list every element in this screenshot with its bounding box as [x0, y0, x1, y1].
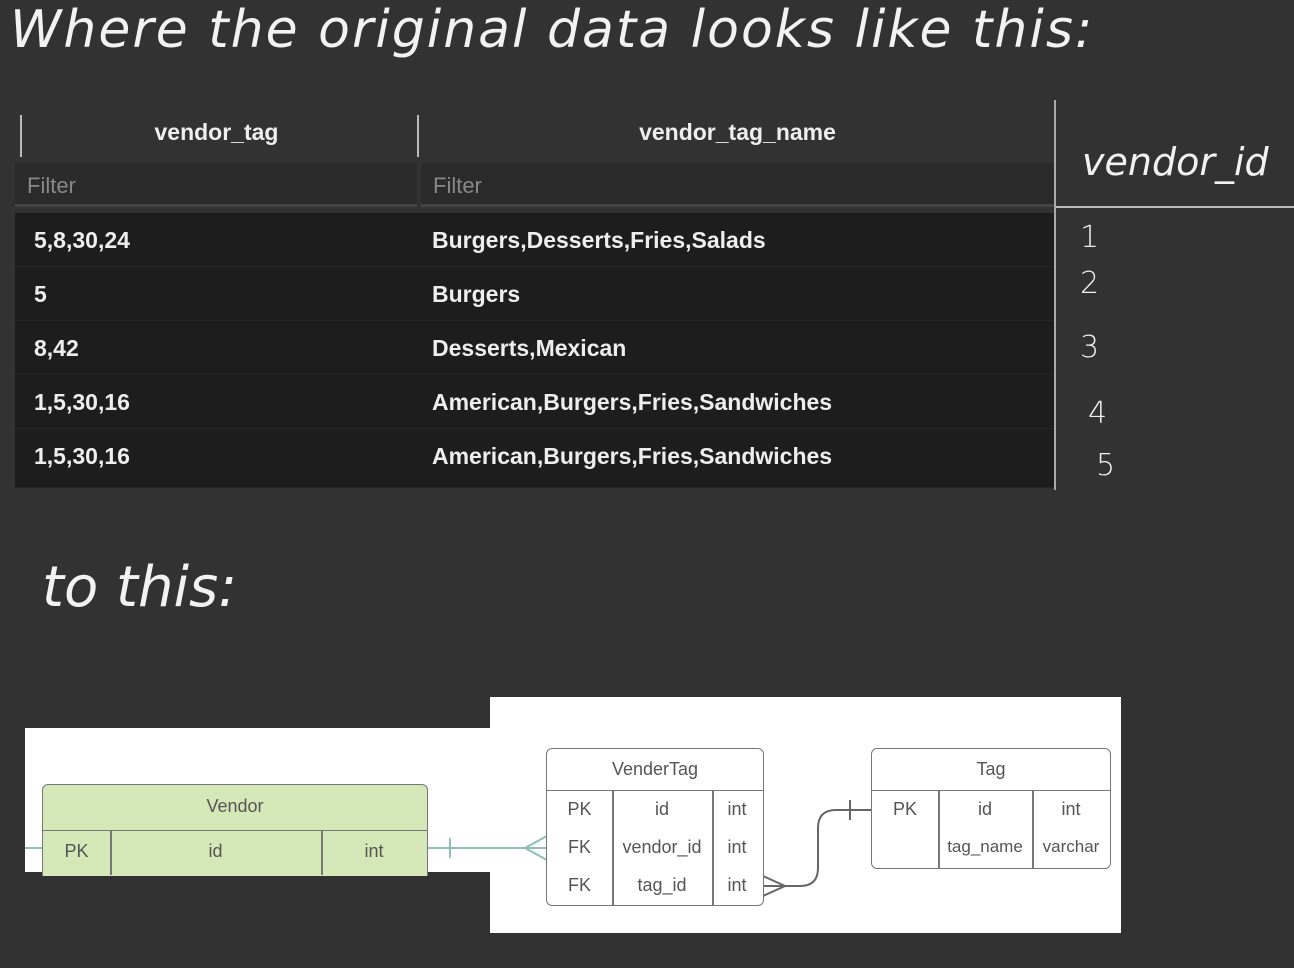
key-cell: PK [567, 799, 592, 819]
type-cell: varchar [1042, 837, 1100, 856]
many-marker [762, 875, 788, 897]
cell-vendor-tag-name: Burgers,Desserts,Fries,Salads [432, 227, 766, 253]
table-row[interactable]: 1,5,30,16 American,Burgers,Fries,Sandwich… [15, 375, 1055, 429]
entity-tag[interactable]: Tag PK id int tag_name varchar [871, 748, 1111, 869]
table-row[interactable]: 1,5,30,16 American,Burgers,Fries,Sandwich… [15, 429, 1055, 488]
cell-vendor-tag: 1,5,30,16 [34, 443, 130, 469]
subheading: to this: [42, 555, 238, 620]
column-separator[interactable] [20, 115, 22, 157]
field-cell: id [654, 799, 669, 819]
key-cell: PK [892, 799, 917, 819]
filter-input-vendor-tag[interactable]: Filter [15, 163, 417, 207]
cell-vendor-tag-name: American,Burgers,Fries,Sandwiches [432, 389, 833, 415]
annotation-divider [1054, 100, 1056, 490]
type-cell: int [1061, 799, 1081, 819]
key-cell: FK [567, 875, 591, 895]
annotation-value: 5 [1096, 448, 1116, 483]
entity-vendertag[interactable]: VenderTag PK id int FK vendor_id int FK … [546, 748, 764, 906]
annotation-label: vendor_id [1082, 140, 1269, 184]
field-cell: tag_name [947, 837, 1023, 856]
type-cell: int [727, 875, 747, 895]
heading: Where the original data looks like this: [10, 0, 1095, 60]
column-separator[interactable] [417, 115, 419, 157]
annotation-underline [1056, 206, 1294, 208]
annotation-value: 2 [1080, 266, 1100, 301]
field-cell: vendor_id [622, 837, 702, 857]
entity-vendor[interactable]: Vendor PK id int [42, 784, 428, 876]
field-cell: id [977, 799, 992, 819]
field-cell: tag_id [637, 875, 687, 895]
cell-vendor-tag: 1,5,30,16 [34, 389, 130, 415]
annotation-value: 4 [1088, 396, 1108, 431]
entity-title: Vendor [43, 785, 427, 831]
cell-vendor-tag: 8,42 [34, 335, 79, 361]
cell-vendor-tag: 5 [34, 281, 47, 307]
entity-title: Tag [872, 749, 1110, 791]
entity-title: VenderTag [547, 749, 763, 791]
type-cell: int [727, 799, 747, 819]
filter-input-vendor-tag-name[interactable]: Filter [421, 163, 1055, 207]
type-cell: int [727, 837, 747, 857]
type-cell: int [364, 841, 384, 861]
annotation-value: 1 [1080, 220, 1100, 255]
data-table: vendor_tag vendor_tag_name Filter Filter… [15, 100, 1055, 488]
many-marker [522, 835, 548, 861]
table-row[interactable]: 8,42 Desserts,Mexican [15, 321, 1055, 375]
key-cell: PK [64, 841, 89, 861]
table-row[interactable]: 5 Burgers [15, 267, 1055, 321]
cell-vendor-tag-name: Burgers [432, 281, 521, 307]
column-header-vendor-tag[interactable]: vendor_tag [154, 119, 279, 145]
vendertag-to-tag-line [763, 809, 871, 887]
table-row[interactable]: 5,8,30,24 Burgers,Desserts,Fries,Salads [15, 213, 1055, 267]
cell-vendor-tag-name: Desserts,Mexican [432, 335, 627, 361]
cell-vendor-tag: 5,8,30,24 [34, 227, 130, 253]
field-cell: id [208, 841, 223, 861]
cell-vendor-tag-name: American,Burgers,Fries,Sandwiches [432, 443, 833, 469]
annotation-value: 3 [1080, 330, 1100, 365]
key-cell: FK [567, 837, 591, 857]
column-header-vendor-tag-name[interactable]: vendor_tag_name [639, 119, 836, 145]
